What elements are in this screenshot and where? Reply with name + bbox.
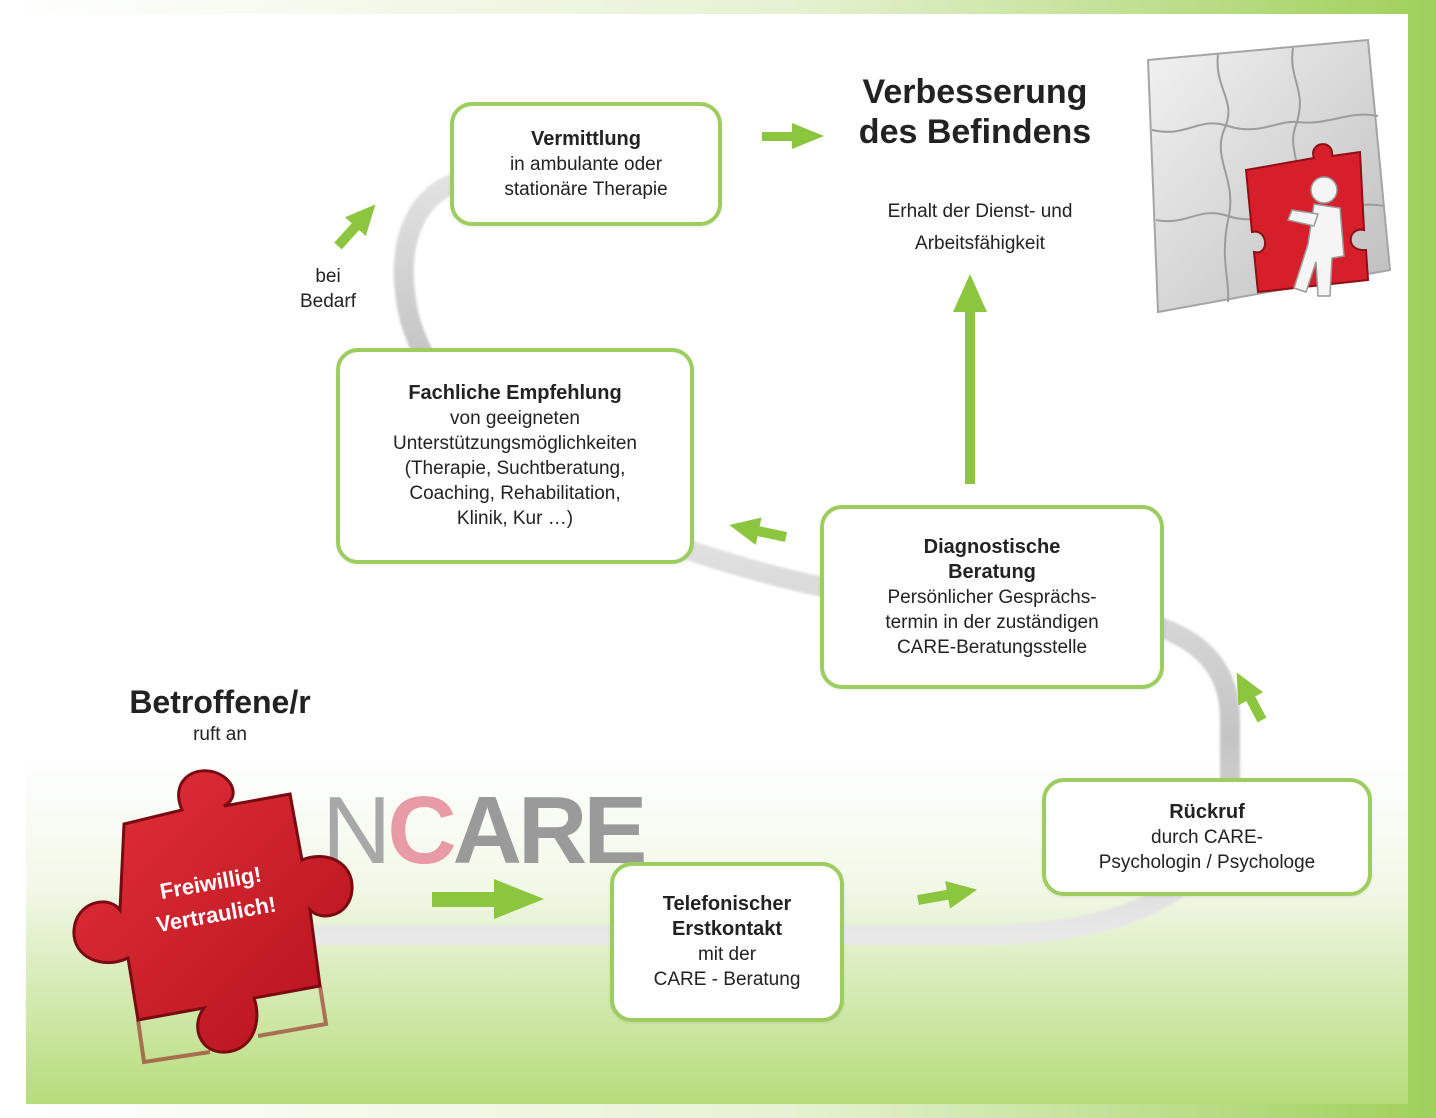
step-diagnostik-title-line1: Diagnostische	[923, 535, 1061, 558]
step-vermittlung-title: Vermittlung	[530, 127, 641, 150]
arrow-to-rueckruf	[917, 881, 978, 909]
step-erstkontakt-line: mit der	[697, 944, 757, 965]
bei-bedarf-line1: bei	[315, 266, 341, 287]
step-diagnostik-line: Persönlicher Gesprächs-	[887, 586, 1097, 608]
step-erstkontakt-title-line2: Erstkontakt	[671, 918, 783, 940]
step-diagnostik-title-line2: Beratung	[948, 560, 1036, 583]
step-empfehlung: Fachliche Empfehlung von geeigneten Unte…	[336, 348, 694, 564]
step-rueckruf: Rückruf durch CARE- Psychologin / Psycho…	[1042, 778, 1372, 896]
arrow-to-empfehlung	[729, 517, 788, 545]
step-rueckruf-line: durch CARE-	[1151, 826, 1263, 848]
care-logo-c: C	[387, 777, 456, 884]
step-empfehlung-line: Coaching, Rehabilitation,	[409, 483, 621, 504]
red-puzzle-image: Freiwillig! Vertraulich!	[72, 769, 354, 1065]
step-empfehlung-title: Fachliche Empfehlung	[408, 382, 622, 404]
bei-bedarf-line2: Bedarf	[300, 291, 356, 312]
bei-bedarf-label: bei Bedarf	[278, 264, 378, 314]
step-erstkontakt: Telefonischer Erstkontakt mit der CARE -…	[610, 862, 844, 1022]
arrow-up-to-goal	[953, 274, 987, 484]
step-empfehlung-line: von geeigneten	[450, 408, 580, 429]
goal-heading-line2: des Befindens	[858, 113, 1092, 151]
step-empfehlung-line: (Therapie, Suchtberatung,	[404, 458, 626, 479]
goal-subtext-line1: Erhalt der Dienst- und	[887, 201, 1073, 222]
figure-icon	[1286, 176, 1345, 297]
goal-subtext: Erhalt der Dienst- und Arbeitsfähigkeit	[820, 196, 1140, 260]
caller-heading: Betroffene/r	[129, 684, 311, 720]
step-diagnostik-line: termin in der zuständigen	[885, 611, 1099, 633]
goal-subtext-line2: Arbeitsfähigkeit	[915, 233, 1045, 254]
arrow-to-diagnostik	[1236, 672, 1267, 723]
goal-heading-line1: Verbesserung	[862, 73, 1088, 111]
step-rueckruf-line: Psychologin / Psychologe	[1098, 851, 1316, 873]
flow-arrows	[334, 123, 1267, 919]
goal-heading: Verbesserung des Befindens	[830, 72, 1120, 152]
step-diagnostik: Diagnostische Beratung Persönlicher Gesp…	[820, 505, 1164, 689]
care-logo-rest: ARE	[452, 777, 648, 884]
step-vermittlung-line: stationäre Therapie	[504, 178, 668, 200]
step-diagnostik-line: CARE-Beratungsstelle	[896, 636, 1088, 658]
step-vermittlung: Vermittlung in ambulante oder stationäre…	[450, 102, 722, 226]
caller-sub: ruft an	[193, 724, 247, 745]
arrow-bei-bedarf	[334, 204, 376, 250]
step-empfehlung-line: Klinik, Kur …)	[456, 508, 574, 529]
arrow-to-erstkontakt	[432, 879, 544, 919]
step-erstkontakt-title-line1: Telefonischer	[662, 893, 792, 915]
step-erstkontakt-line: CARE - Beratung	[653, 969, 801, 990]
step-empfehlung-line: Unterstützungsmöglichkeiten	[393, 433, 637, 454]
puzzle-wall-image	[1146, 38, 1392, 314]
care-logo: NCARE	[322, 776, 648, 886]
arrow-to-goal	[762, 123, 824, 149]
caller-label: Betroffene/r ruft an	[100, 682, 340, 748]
step-rueckruf-title: Rückruf	[1169, 800, 1245, 823]
step-vermittlung-line: in ambulante oder	[509, 153, 663, 175]
